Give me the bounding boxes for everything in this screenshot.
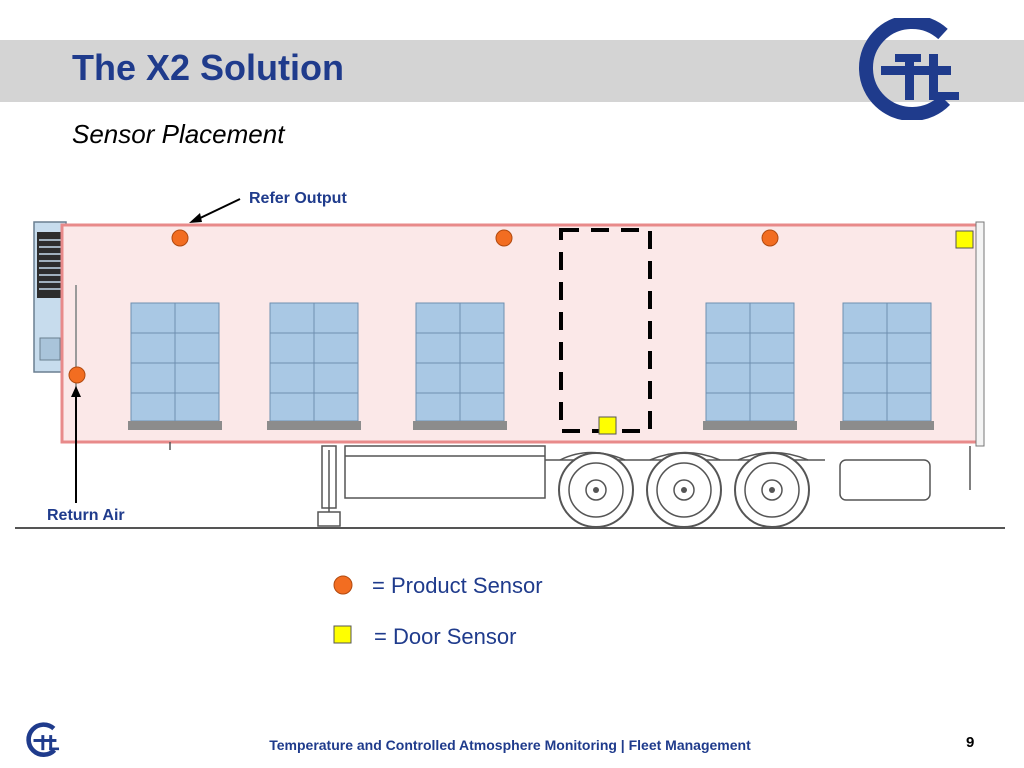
door-sensor-rear [955, 230, 974, 249]
header-band [0, 40, 1024, 102]
pallet [840, 302, 934, 430]
legend-door-sensor-label: = Door Sensor [374, 624, 517, 649]
product-sensor-return-air [68, 366, 86, 384]
pallet [267, 302, 361, 430]
product-sensor-middle [495, 229, 513, 247]
label-refer-output: Refer Output [249, 190, 347, 207]
ctl-logo-icon [859, 18, 959, 120]
slide-title: The X2 Solution [72, 47, 345, 88]
pallet [413, 302, 507, 430]
arrow-return-air [71, 386, 81, 503]
door-sensor-side [598, 416, 617, 435]
legend-product-sensor-label: = Product Sensor [372, 573, 543, 598]
pallet [128, 302, 222, 430]
legend-product-sensor-icon [333, 575, 353, 595]
pallet [703, 302, 797, 430]
footer-text: Temperature and Controlled Atmosphere Mo… [269, 737, 751, 753]
slide-subtitle: Sensor Placement [72, 119, 285, 149]
wheel [558, 452, 634, 528]
label-return-air: Return Air [47, 507, 125, 524]
ctl-logo-small-icon [26, 722, 60, 757]
page-number: 9 [966, 734, 975, 751]
arrow-refer-output [189, 198, 241, 223]
legend-door-sensor-icon [333, 625, 352, 644]
wheel [734, 452, 810, 528]
product-sensor-rear [761, 229, 779, 247]
rear-door-frame [975, 221, 985, 447]
product-sensor-front [171, 229, 189, 247]
wheel [646, 452, 722, 528]
